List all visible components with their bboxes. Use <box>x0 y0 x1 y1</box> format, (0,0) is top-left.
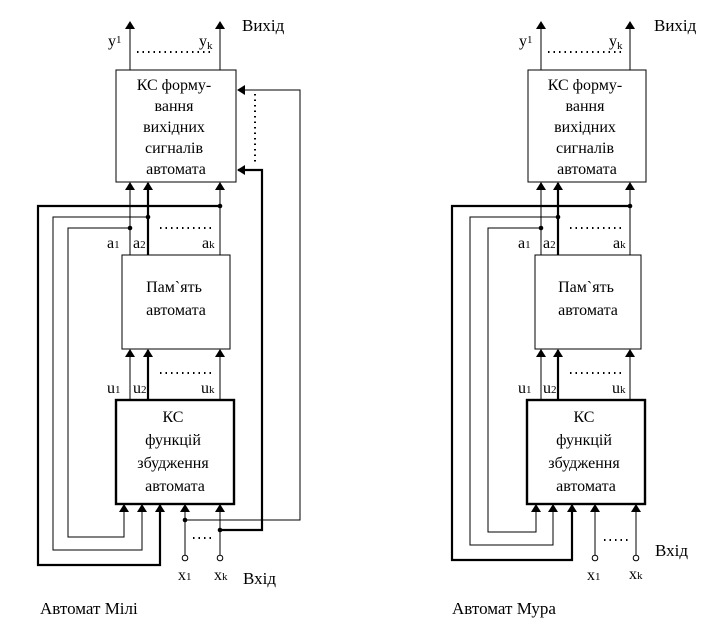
svg-text:a1: a1 <box>518 235 531 252</box>
moore-caption: Автомат Мура <box>452 599 556 618</box>
moore-memory-block: Пам`ять автомата <box>534 254 642 350</box>
svg-text:a2: a2 <box>133 235 146 252</box>
moore-excitation-block-text: КС функцій збудження автомата <box>548 409 623 495</box>
mealy-output-lines: y1 yk Вихід <box>108 16 285 70</box>
svg-text:u1: u1 <box>107 380 121 397</box>
svg-text:yk: yk <box>609 33 623 52</box>
mealy-feedback-loops <box>36 204 220 567</box>
moore-automaton: y1 yk Вихід КС форму- вання вихідних сиг… <box>450 16 697 618</box>
moore-excitation-lines: u1 u2 uk <box>518 349 635 400</box>
svg-text:a2: a2 <box>543 235 556 252</box>
svg-text:x1: x1 <box>178 567 192 584</box>
moore-output-block-text: КС форму- вання вихідних сигналів автома… <box>548 77 627 178</box>
moore-feedback-loops <box>450 204 630 562</box>
moore-output-lines: y1 yk Вихід <box>519 16 697 70</box>
svg-text:u1: u1 <box>518 380 532 397</box>
svg-text:uk: uk <box>201 380 215 397</box>
svg-text:uk: uk <box>612 380 626 397</box>
mealy-excitation-block-text: КС функцій збудження автомата <box>137 409 212 495</box>
svg-text:ak: ak <box>202 235 215 252</box>
mealy-input-label: Вхід <box>243 569 276 588</box>
mealy-memory-block-text: Пам`ять автомата <box>146 279 206 319</box>
mealy-input-lines: x1 xk Вхід <box>178 504 276 588</box>
svg-text:a1: a1 <box>107 235 120 252</box>
svg-text:xk: xk <box>214 567 228 584</box>
mealy-memory-block: Пам`ять автомата <box>121 254 231 350</box>
mealy-caption: Автомат Мілі <box>40 599 138 618</box>
mealy-excitation-lines: u1 u2 uk <box>107 349 225 400</box>
svg-text:u2: u2 <box>543 380 557 397</box>
moore-state-lines: a1 a2 ak <box>518 182 635 255</box>
svg-text:x1: x1 <box>587 567 601 584</box>
moore-output-label: Вихід <box>654 16 697 35</box>
svg-text:ak: ak <box>613 235 626 252</box>
mealy-output-block-text: КС форму- вання вихідних сигналів автома… <box>137 77 216 178</box>
mealy-input-to-output-lines <box>185 85 301 532</box>
moore-input-lines: x1 xk Вхід <box>587 504 688 584</box>
moore-output-logic-block: КС форму- вання вихідних сигналів автома… <box>527 69 647 183</box>
mealy-excitation-logic-block: КС функцій збудження автомата <box>114 398 236 506</box>
mealy-output-label: Вихід <box>242 16 285 35</box>
mealy-state-lines: a1 a2 ak <box>107 182 225 255</box>
moore-input-label: Вхід <box>655 541 688 560</box>
mealy-output-logic-block: КС форму- вання вихідних сигналів автома… <box>115 69 237 183</box>
mealy-automaton: y1 yk Вихід КС форму- вання вихідних сиг… <box>36 16 301 618</box>
svg-text:yk: yk <box>199 33 213 52</box>
svg-text:u2: u2 <box>133 380 147 397</box>
svg-text:y1: y1 <box>519 33 533 50</box>
svg-text:y1: y1 <box>108 33 122 50</box>
moore-memory-block-text: Пам`ять автомата <box>558 279 618 319</box>
moore-excitation-logic-block: КС функцій збудження автомата <box>525 398 647 506</box>
svg-text:xk: xk <box>629 566 643 583</box>
